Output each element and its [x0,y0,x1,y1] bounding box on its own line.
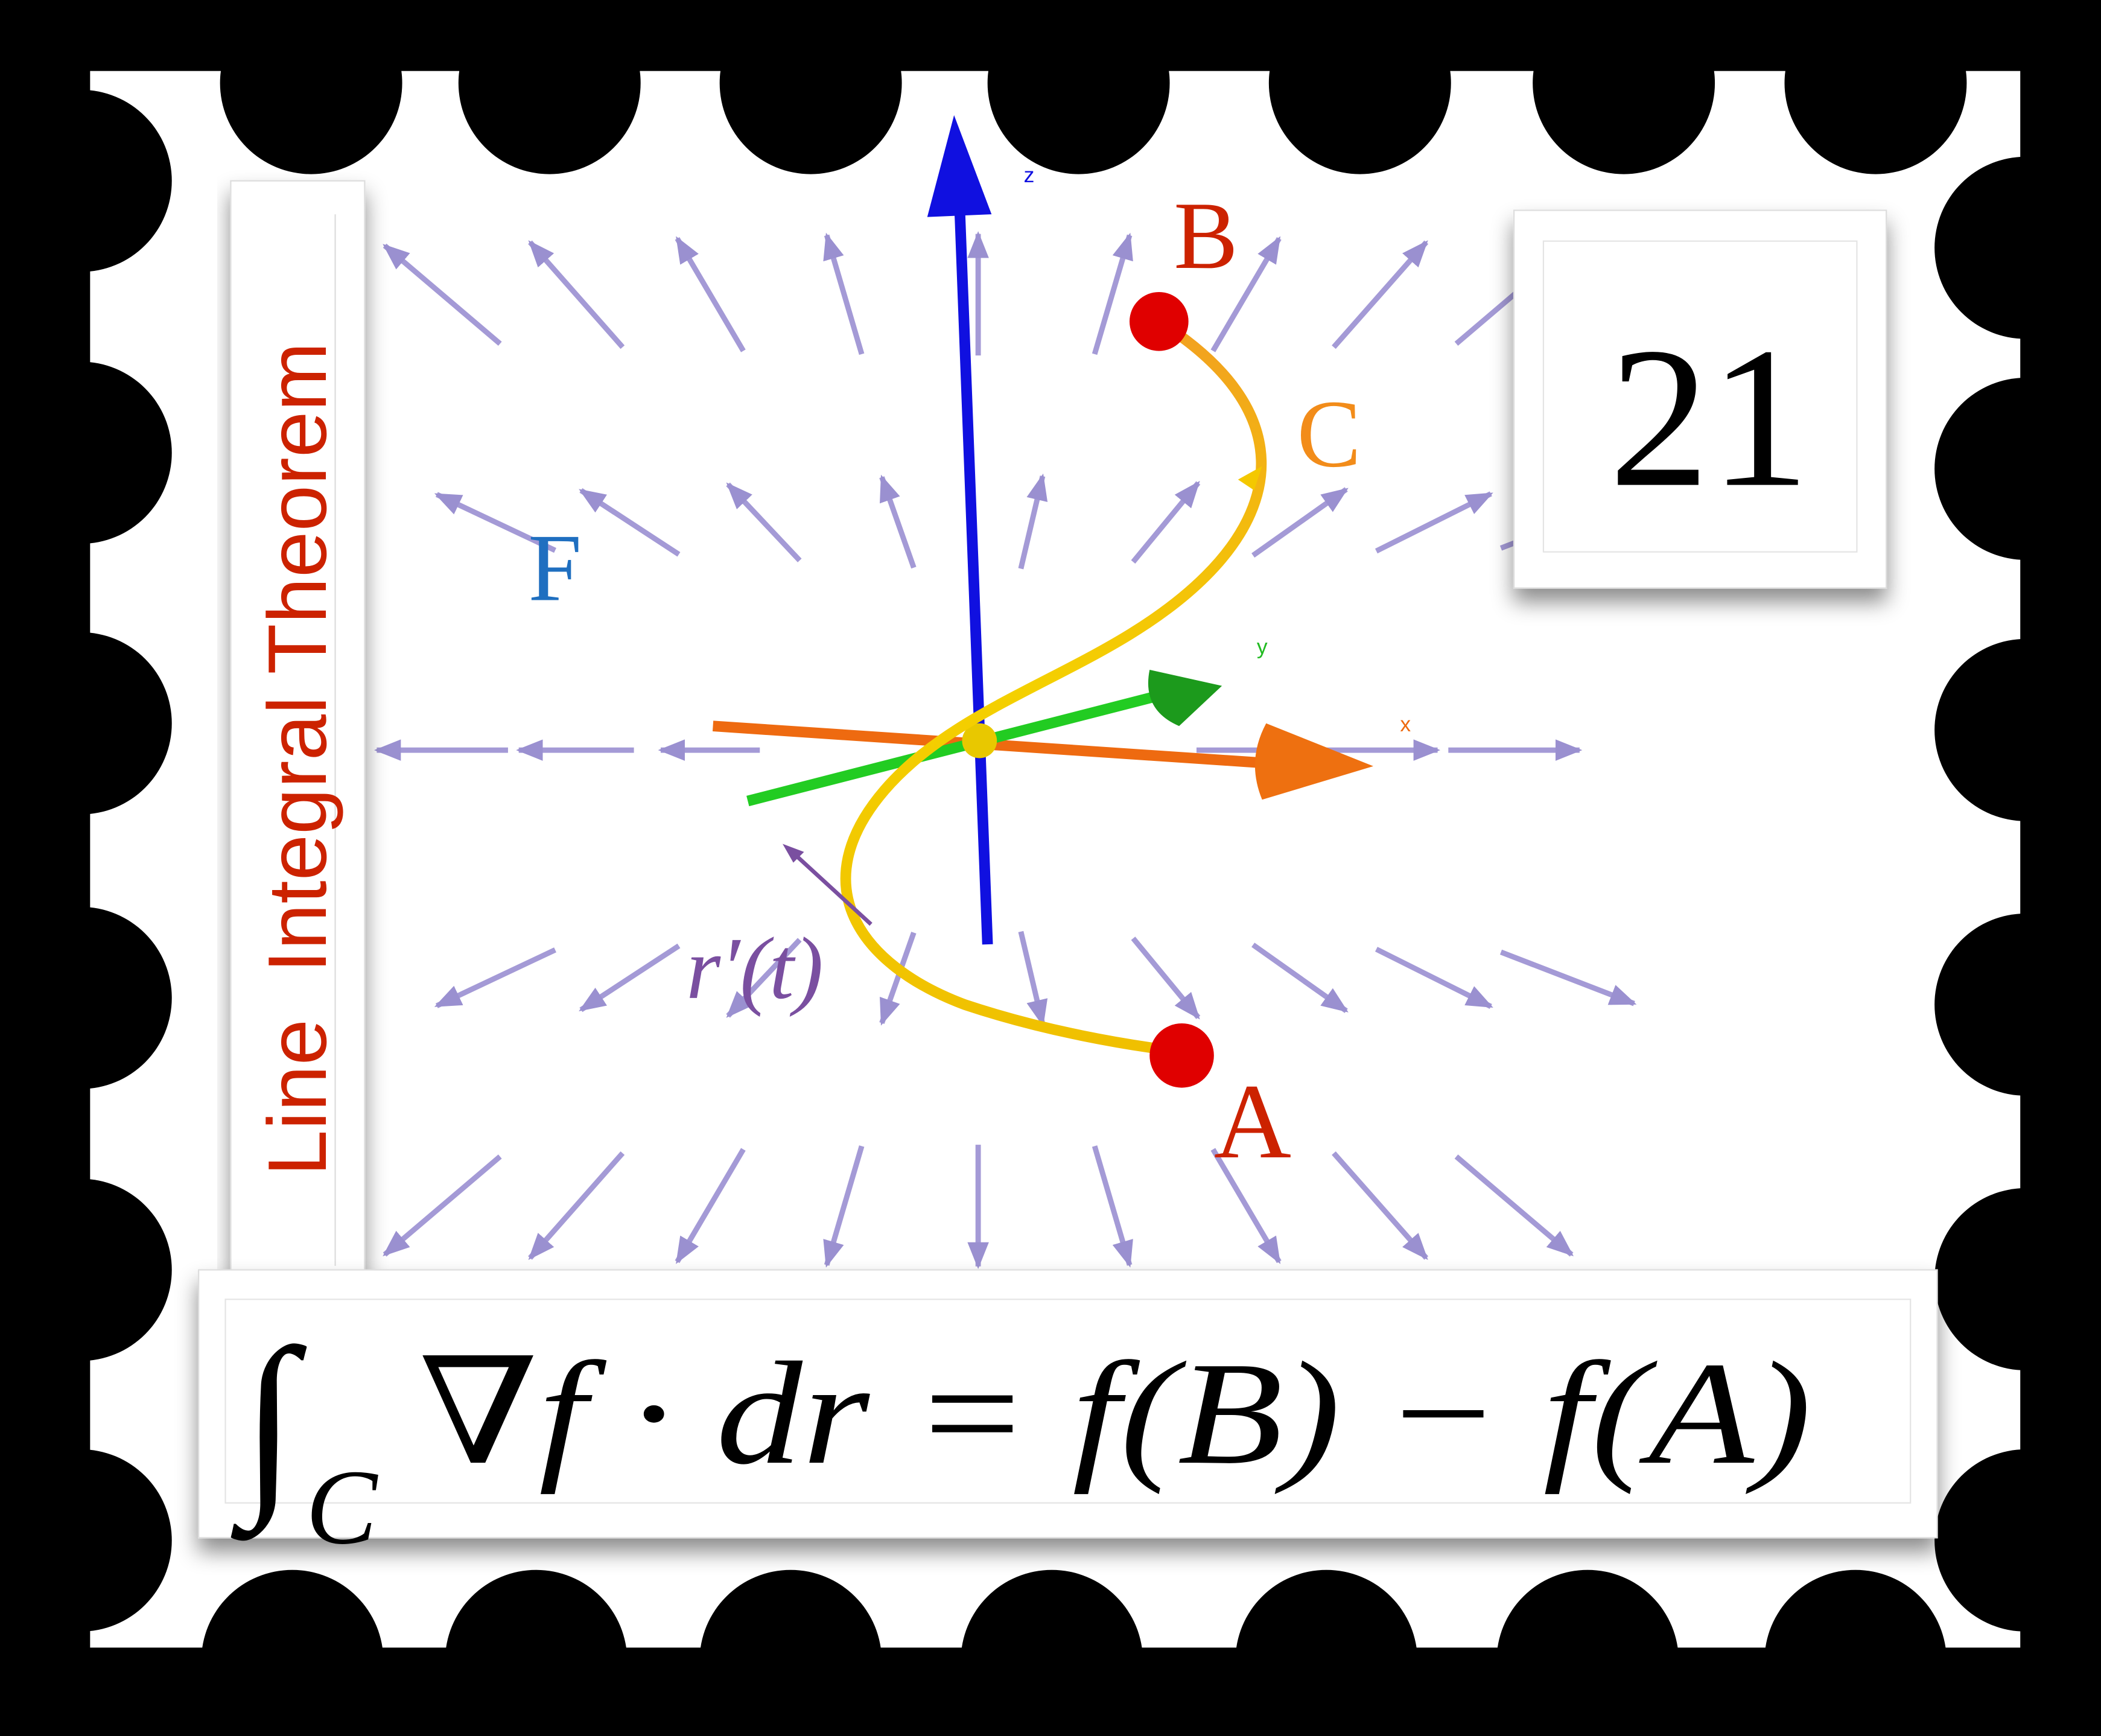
point-a-label: A [1214,1063,1291,1181]
formula-panel-inner [224,1299,1912,1504]
field-vector-arrow [434,947,556,1008]
field-vector-arrow [1375,491,1493,554]
z-axis [954,200,993,945]
field-vector-arrow [528,240,625,349]
perforation-hole [1934,914,2101,1096]
field-vector-arrow [579,488,681,557]
field-vector-arrow [675,1148,746,1264]
perforation-hole [1268,0,1451,174]
perforation-hole [0,1449,172,1632]
field-vector-arrow [1454,1154,1574,1257]
perforation-hole [1934,1449,2101,1632]
side-title-panel [230,180,366,1300]
field-vector-arrow [1092,232,1133,355]
field-vector-arrow [1210,236,1282,352]
value-panel [1513,209,1887,589]
value-panel-inner [1542,240,1858,553]
field-vector-arrow [675,236,746,352]
origin-point [962,723,997,758]
perforation-hole [961,1569,1143,1736]
field-vector-arrow [434,492,556,553]
perforation-hole [1533,0,1715,174]
field-vector-arrow [579,943,681,1013]
perforation-hole [220,0,402,174]
field-vector-arrow [1251,943,1349,1013]
field-vector-arrow [726,938,802,1018]
perforation-hole [1934,378,2101,560]
field-vector-arrow [879,474,917,569]
stamp-value: 21 [1609,307,1810,529]
field-vector-arrow [823,232,865,355]
tangent-vector [789,849,873,926]
field-vector-arrow [528,1151,625,1261]
field-vector-arrow [1210,1148,1282,1264]
formula-integral: ∫ [229,1308,307,1544]
field-vector-arrow [1375,947,1493,1009]
perforation-hole [201,1569,384,1736]
field-vector-arrow [823,1145,865,1268]
curve-label: C [1297,381,1361,488]
point-b-label: B [1174,182,1238,289]
tangent-label: r′(t) [686,919,823,1017]
axis-z-label: z [1024,163,1035,187]
field-vector-arrow [879,932,917,1026]
curve-c [840,316,1267,1057]
perforation-hole [1764,1569,1947,1736]
perforation-hole [1235,1569,1418,1736]
side-title: Line Integral Theorem [251,342,344,1176]
tangent-arrowhead [783,844,804,863]
field-vector-arrow [1499,949,1637,1006]
perforation-hole [445,1569,628,1736]
field-vector-arrow [383,1154,502,1257]
perforation-hole [1934,1188,2101,1370]
perforation-hole [987,0,1170,174]
perforation-hole [1934,156,2101,339]
field-vector-arrow [1131,480,1201,564]
axis-x-label: x [1400,712,1411,736]
formula-panel [198,1269,1938,1539]
field-vector-arrow [1332,1151,1429,1261]
point-b-marker [1129,291,1189,351]
field-vector-arrow [1092,1145,1133,1268]
perforation-hole [0,906,172,1089]
field-label: F [528,515,582,622]
y-axis-arrowhead [1148,669,1222,727]
perforation-hole [1496,1569,1679,1736]
field-vector-arrow [1332,240,1429,349]
vector-field [373,231,1637,1270]
field-vector-arrow [726,482,802,562]
axes: x y z [712,115,1411,945]
field-vector-arrow [1018,473,1048,570]
field-vector-arrow [1018,930,1048,1027]
perforation-hole [699,1569,882,1736]
point-a-marker [1149,1023,1214,1088]
perforation-hole [0,1178,172,1361]
formula-subscript: C [306,1448,379,1566]
formula-body: ∇f · dr = f(B) − f(A) [418,1331,1811,1495]
field-vector-arrow [383,243,502,346]
perforation-hole [1784,0,1967,174]
perforation-hole [1934,638,2101,821]
field-vector-arrow [1251,487,1349,558]
axis-y-label: y [1257,634,1268,658]
z-axis-arrowhead [927,115,992,217]
perforation-hole [458,0,641,174]
perforation-hole [719,0,902,174]
perforation-hole [0,361,172,544]
y-axis [746,688,1168,807]
x-axis-arrowhead [1254,723,1373,800]
perforation-hole [0,632,172,815]
perforation-hole [0,89,172,272]
field-vector-arrow [1131,936,1201,1020]
